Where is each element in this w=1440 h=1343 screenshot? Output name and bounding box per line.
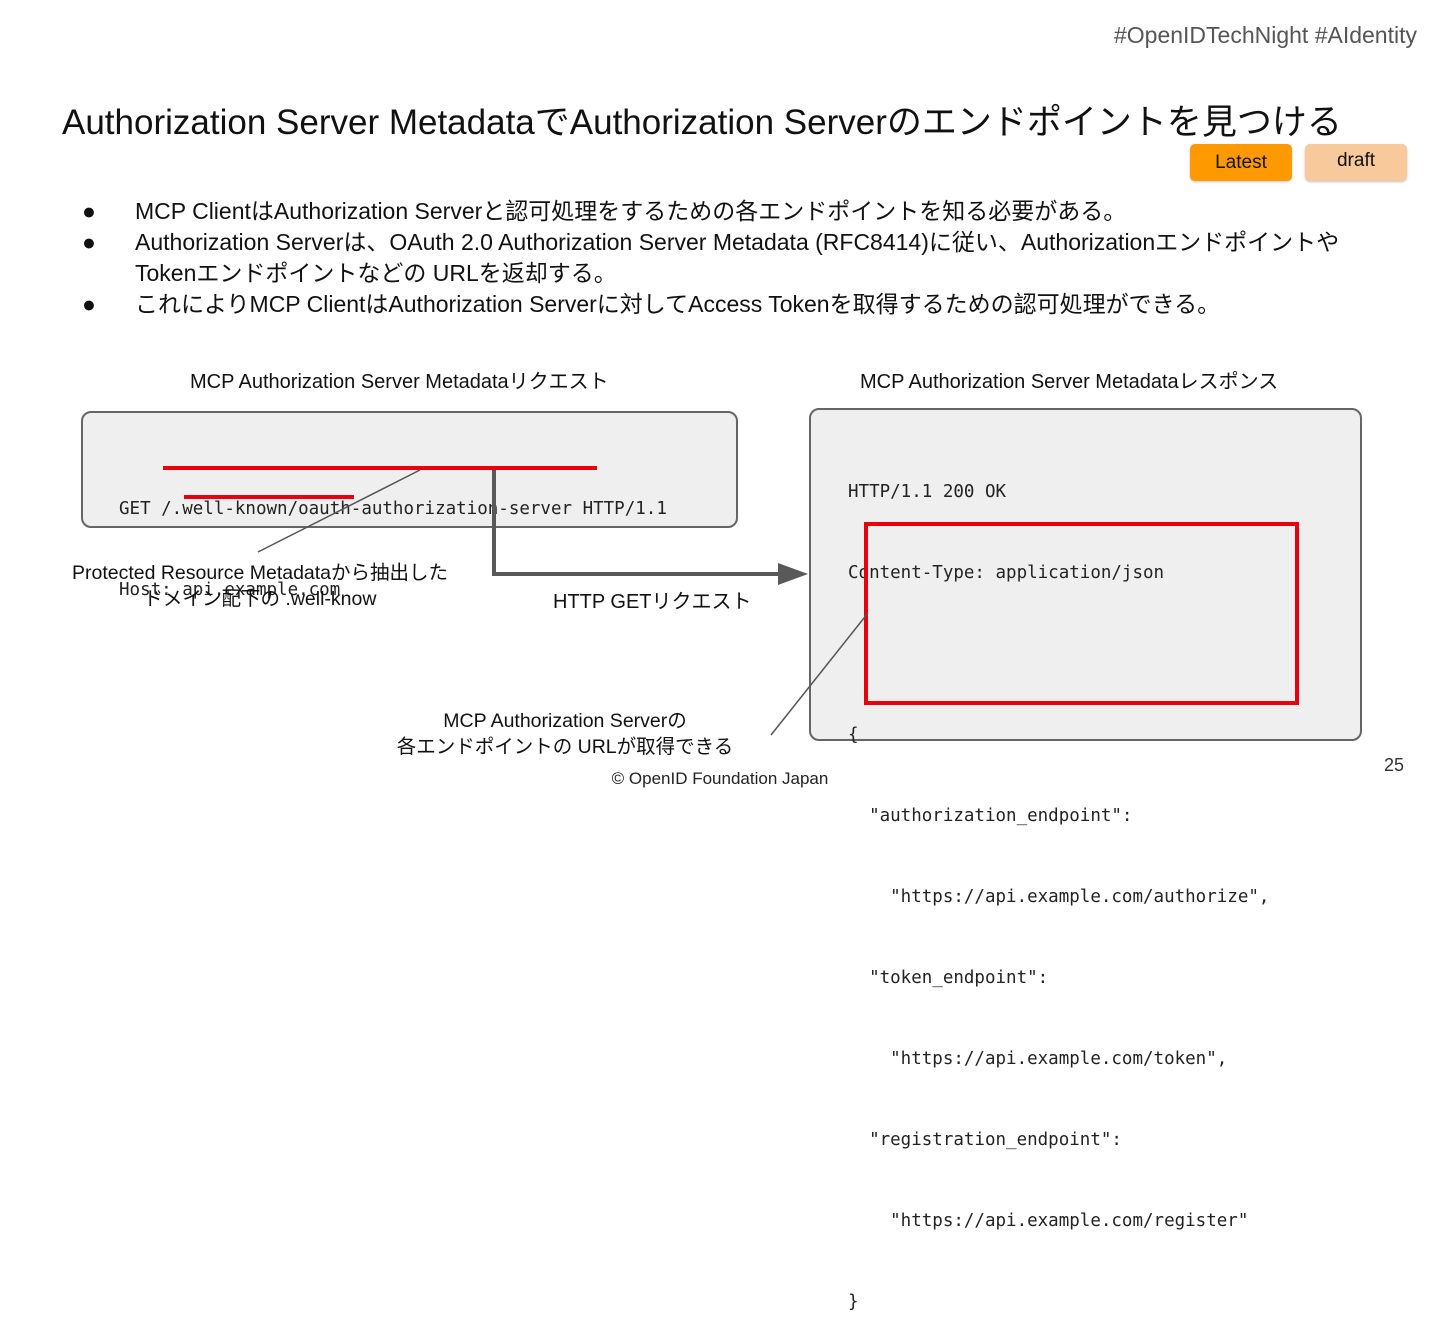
response-json-line: "https://api.example.com/register"	[848, 1211, 1249, 1231]
annotation-overlay	[163, 466, 1299, 736]
bullet-text: Authorization Serverは、OAuth 2.0 Authoriz…	[135, 229, 1340, 286]
bullet-dot: ●	[82, 198, 96, 224]
response-status-line: HTTP/1.1 200 OK	[848, 482, 1007, 502]
request-code: GET /.well-known/oauth-authorization-ser…	[119, 442, 667, 631]
http-get-label: HTTP GETリクエスト	[553, 591, 752, 613]
slide-title: Authorization Server MetadataでAuthorizat…	[62, 103, 1342, 142]
request-host-line: Host: api.example.com	[119, 580, 341, 600]
bullet-text: MCP ClientはAuthorization Serverと認可処理をするた…	[135, 198, 1127, 224]
bullet-item: ● MCP ClientはAuthorization Serverと認可処理をする…	[82, 196, 1392, 227]
bullet-item: ● これによりMCP ClientはAuthorization Serverに対し…	[82, 289, 1392, 320]
bullet-dot: ●	[82, 229, 96, 255]
page-number: 25	[1384, 755, 1405, 775]
endpoints-note: MCP Authorization Serverの 各エンドポイントの URLが…	[380, 708, 750, 760]
bullet-dot: ●	[82, 291, 96, 317]
endpoints-leader-line	[770, 612, 869, 736]
http-get-connector	[492, 470, 780, 576]
response-json-line: {	[848, 725, 859, 745]
hashtags: #OpenIDTechNight #AIdentity	[1113, 22, 1417, 48]
bullet-list: ● MCP ClientはAuthorization Serverと認可処理をする…	[82, 196, 1392, 320]
endpoints-highlight-box	[864, 522, 1299, 705]
copyright-footer: © OpenID Foundation Japan	[611, 769, 829, 788]
request-line: GET /.well-known/oauth-authorization-ser…	[119, 499, 667, 519]
bullet-item: ● Authorization Serverは、OAuth 2.0 Authori…	[82, 227, 1392, 289]
response-json-line: }	[848, 1292, 859, 1312]
response-json-line: "https://api.example.com/authorize",	[848, 887, 1270, 907]
request-caption: MCP Authorization Server Metadataリクエスト	[190, 371, 609, 393]
http-get-arrowhead	[778, 563, 808, 585]
latest-badge[interactable]: Latest	[1190, 144, 1292, 181]
response-code-box	[809, 408, 1362, 741]
response-json-line: "registration_endpoint":	[848, 1130, 1122, 1150]
bullet-text: これによりMCP ClientはAuthorization Serverに対して…	[135, 291, 1221, 317]
response-caption: MCP Authorization Server Metadataレスポンス	[860, 371, 1279, 393]
response-header-line: Content-Type: application/json	[848, 563, 1165, 583]
well-known-note-text: Protected Resource Metadataから抽出した ドメイン配下…	[71, 562, 449, 610]
response-json-line: "token_endpoint":	[848, 968, 1049, 988]
endpoints-note-text: MCP Authorization Serverの 各エンドポイントの URLが…	[396, 710, 734, 758]
response-json-line: "https://api.example.com/token",	[848, 1049, 1228, 1069]
draft-badge[interactable]: draft	[1305, 144, 1407, 181]
well-known-note: Protected Resource Metadataから抽出した ドメイン配下…	[40, 560, 480, 612]
well-known-leader-line	[257, 469, 421, 553]
